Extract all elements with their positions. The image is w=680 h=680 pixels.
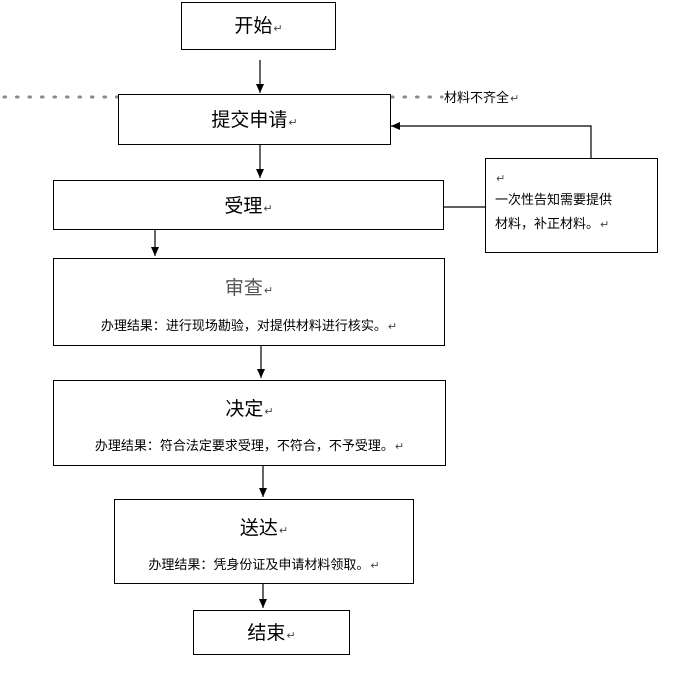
node-decide-result: 办理结果：符合法定要求受理，不符合，不予受理。: [94, 439, 394, 454]
paragraph-mark: ↵: [286, 629, 296, 642]
paragraph-mark: ↵: [264, 405, 274, 418]
paragraph-mark: ↵: [510, 92, 520, 105]
node-end-label: 结束: [247, 622, 286, 644]
node-submit-label: 提交申请: [211, 109, 288, 131]
node-deliver: 送达↵ 办理结果：凭身份证及申请材料领取。↵: [114, 499, 414, 584]
paragraph-mark: ↵: [370, 559, 380, 572]
node-start: 开始↵: [181, 2, 336, 50]
node-decide-label: 决定: [225, 398, 264, 420]
node-submit: 提交申请↵: [118, 94, 391, 145]
node-decide: 决定↵ 办理结果：符合法定要求受理，不符合，不予受理。↵: [53, 380, 446, 466]
node-accept: 受理↵: [53, 180, 444, 230]
incomplete-materials-label: 材料不齐全↵: [444, 91, 520, 106]
paragraph-mark: ↵: [263, 284, 274, 297]
paragraph-mark: ↵: [263, 202, 273, 215]
node-start-label: 开始: [234, 15, 273, 37]
paragraph-mark: ↵: [600, 218, 610, 231]
node-review: 审查↵ 办理结果：进行现场勘验，对提供材料进行核实。↵: [53, 258, 445, 346]
node-end: 结束↵: [193, 610, 350, 655]
note-line-2: 材料，补正材料。: [495, 217, 600, 232]
node-review-result: 办理结果：进行现场勘验，对提供材料进行核实。: [100, 319, 387, 334]
arrow-note-to-submit: [391, 122, 592, 158]
paragraph-mark: ↵: [394, 440, 405, 453]
node-supplement-note: ↵ 一次性告知需要提供 材料，补正材料。↵: [485, 158, 658, 253]
paragraph-mark: ↵: [387, 320, 398, 333]
paragraph-mark: ↵: [278, 524, 289, 537]
paragraph-mark: ↵: [273, 22, 283, 35]
paragraph-mark: ↵: [288, 116, 298, 129]
node-accept-label: 受理: [224, 195, 263, 217]
paragraph-mark: ↵: [496, 172, 506, 185]
node-deliver-label: 送达: [239, 517, 278, 539]
node-review-label: 审查: [224, 277, 263, 299]
node-deliver-result: 办理结果：凭身份证及申请材料领取。: [148, 558, 370, 573]
note-line-1: 一次性告知需要提供: [495, 193, 613, 208]
